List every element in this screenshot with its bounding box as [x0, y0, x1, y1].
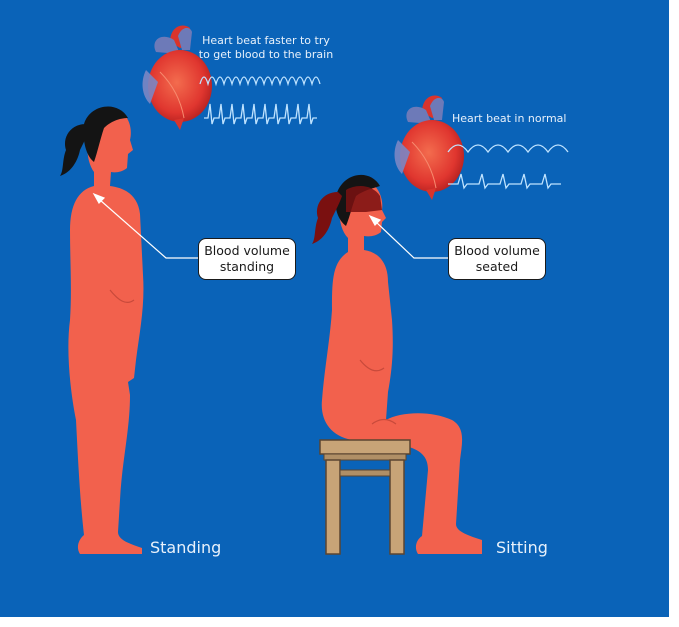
diagram-canvas: Heart beat faster to try to get blood to… — [0, 0, 669, 617]
heart-icon — [394, 95, 464, 200]
illustration — [60, 25, 569, 555]
sitting-heart-caption: Heart beat in normal — [452, 112, 567, 125]
standing-ponytail — [60, 124, 90, 176]
callout-blood-volume-standing: Blood volume standing — [198, 238, 296, 280]
sitting-ponytail — [312, 192, 342, 244]
ecg-waveform-icon — [447, 144, 569, 190]
callout-blood-volume-seated: Blood volume seated — [448, 238, 546, 280]
callout-text: Blood volume standing — [204, 243, 290, 274]
callout-leader-standing — [92, 192, 198, 259]
label-sitting: Sitting — [496, 538, 548, 557]
label-standing: Standing — [150, 538, 222, 557]
ecg-waveform-icon — [199, 76, 321, 125]
chair-icon — [319, 439, 411, 555]
standing-hair — [83, 106, 128, 162]
callout-text: Blood volume seated — [454, 243, 540, 274]
sitting-figure — [312, 174, 482, 554]
standing-heart-caption: Heart beat faster to try to get blood to… — [198, 34, 334, 61]
standing-figure — [60, 106, 144, 554]
sitting-blood-in-head — [346, 186, 382, 212]
callout-leader-seated — [368, 214, 448, 259]
heart-icon — [142, 25, 212, 130]
